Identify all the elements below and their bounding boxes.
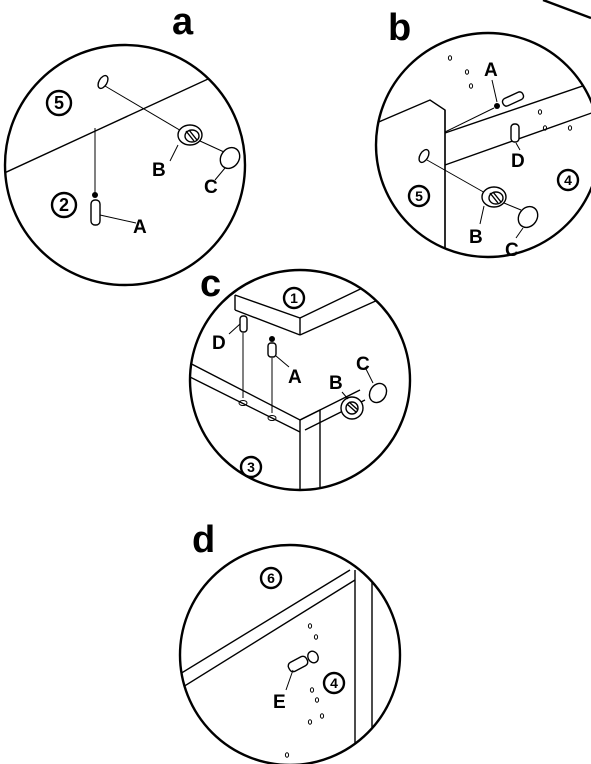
panel-c-part-number-3: 3 [239, 455, 263, 479]
svg-text:5: 5 [415, 188, 423, 204]
panel-a-label-c: C [204, 177, 218, 198]
svg-text:4: 4 [330, 675, 338, 691]
svg-text:3: 3 [247, 459, 255, 475]
panel-c-dowel [267, 336, 290, 421]
panel-a-detail-circle [3, 43, 247, 287]
panel-b-label-d: D [511, 151, 525, 172]
panel-c-letter: c [200, 263, 221, 305]
panel-c-part-number-1: 1 [282, 286, 306, 310]
panel-b-peg [510, 123, 521, 151]
panel-b-label-c: C [505, 240, 519, 261]
panel-c-peg [228, 315, 248, 406]
panel-c-board-edges [190, 270, 401, 490]
panel-b-corner-line [542, 0, 591, 20]
panel-d-part-number-4: 4 [322, 671, 346, 695]
panel-d-part-number-6: 6 [259, 566, 283, 590]
panel-d-board-holes [284, 623, 325, 758]
panel-c-cam-lock [340, 391, 364, 420]
panel-b-detail-circle [374, 31, 591, 259]
panel-d-shelf-pin [285, 650, 319, 691]
panel-b-label-b: B [469, 227, 483, 248]
panel-b-cap [503, 202, 539, 239]
panel-b-hole [418, 148, 430, 164]
svg-text:6: 6 [267, 570, 275, 586]
panel-b-part-number-4: 4 [556, 168, 580, 192]
svg-text:1: 1 [290, 290, 298, 306]
panel-a-part-number-2: 2 [50, 191, 78, 219]
panel-d: d 6 [178, 519, 402, 764]
panel-a-label-a: A [133, 217, 147, 238]
panel-d-letter: d [192, 519, 215, 561]
panel-a-cap [199, 140, 241, 181]
svg-text:5: 5 [54, 93, 64, 113]
panel-b-part-number-5: 5 [407, 184, 431, 208]
panel-c: c [188, 263, 412, 492]
panel-b: b [374, 0, 591, 261]
panel-a-label-b: B [152, 160, 166, 181]
svg-text:4: 4 [564, 172, 572, 188]
panel-b-letter: b [388, 7, 411, 49]
panel-d-detail-circle [178, 543, 402, 764]
panel-b-board-holes [447, 55, 573, 131]
panel-c-label-c: C [356, 354, 370, 375]
panel-a-letter: a [172, 1, 194, 43]
panel-d-label-e: E [273, 692, 286, 713]
panel-c-label-a: A [288, 367, 302, 388]
panel-d-board-edges [180, 545, 400, 764]
panel-a-dowel [90, 192, 137, 226]
panel-a: a 5 [3, 1, 247, 287]
panel-b-cam-lock [479, 186, 507, 225]
panel-c-cap [364, 366, 388, 404]
panel-b-board-edges [376, 79, 591, 257]
panel-a-hole [97, 74, 109, 90]
panel-b-label-a: A [484, 60, 498, 81]
svg-text:2: 2 [59, 195, 69, 215]
panel-b-dowel [444, 79, 525, 133]
panel-c-label-b: B [329, 373, 343, 394]
panel-c-label-d: D [212, 333, 226, 354]
panel-a-cam-lock [169, 124, 203, 162]
panel-a-part-number-5: 5 [45, 89, 73, 117]
